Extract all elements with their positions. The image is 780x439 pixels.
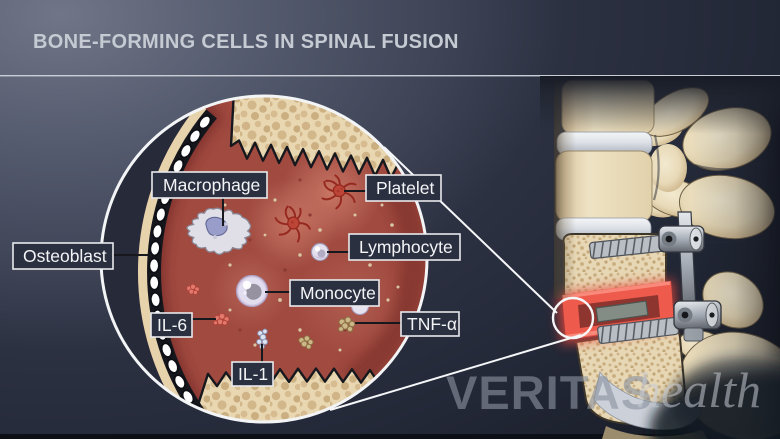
svg-text:Platelet: Platelet <box>376 178 435 198</box>
svg-text:TNF-α: TNF-α <box>407 314 457 334</box>
svg-text:BONE-FORMING CELLS IN SPINAL F: BONE-FORMING CELLS IN SPINAL FUSION <box>33 31 459 53</box>
svg-text:VERITAS: VERITAS <box>446 366 653 419</box>
svg-text:IL-6: IL-6 <box>157 315 187 335</box>
svg-text:IL-1: IL-1 <box>238 364 268 384</box>
svg-text:Lymphocyte: Lymphocyte <box>359 237 453 257</box>
svg-text:Osteoblast: Osteoblast <box>23 246 107 266</box>
svg-text:health: health <box>636 362 761 418</box>
svg-text:Monocyte: Monocyte <box>300 283 376 303</box>
svg-text:Macrophage: Macrophage <box>163 175 260 195</box>
